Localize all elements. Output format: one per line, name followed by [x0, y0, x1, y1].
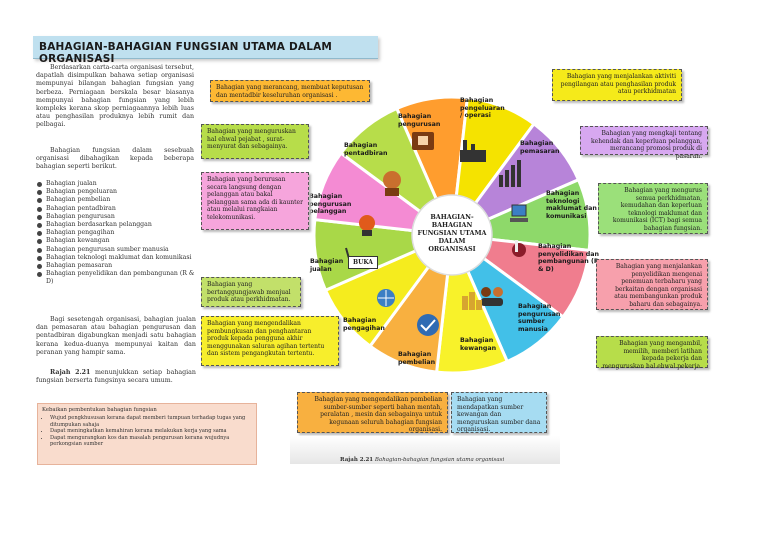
wheel-segment	[338, 106, 456, 240]
factory-icon	[460, 140, 486, 162]
list-item: Bahagian pengurusan	[36, 213, 196, 221]
note-item: Wujud pengkhususan kerana dapat memberi …	[50, 415, 254, 428]
functional-list: Bahagian jualan Bahagian pengeluaran Bah…	[36, 180, 196, 287]
box-pemasaran: Bahagian yang mengkaji tentang kehendak …	[580, 126, 708, 160]
list-item: Bahagian jualan	[36, 180, 196, 188]
people-icon	[481, 287, 503, 306]
caption-text: Bahagian-bahagian fungsian utama organis…	[374, 457, 505, 463]
box-pelanggan: Bahagian yang berurusan secara langsung …	[201, 172, 309, 230]
reference-paragraph: Rajah 2.21 menunjukkan setiap bahagian f…	[36, 369, 196, 385]
page-title: BAHAGIAN-BAHAGIAN FUNGSIAN UTAMA DALAM O…	[39, 41, 333, 65]
caption-number: Rajah 2.21	[340, 457, 374, 463]
management-icon	[412, 132, 434, 150]
note-heading: Kebaikan pembentukan bahagian fungsian	[42, 407, 157, 413]
globe-icon	[377, 289, 395, 307]
segment-label-pembelian: Bahagian pembelian	[398, 351, 436, 366]
buka-sign: BUKA	[348, 256, 378, 269]
segment-label-pelanggan: Bahagian pengurusan pelanggan	[309, 193, 352, 216]
admin-person-icon	[383, 171, 401, 196]
list-item: Bahagian pengeluaran	[36, 188, 196, 196]
intro-paragraph: Berdasarkan carta-carta organisasi terse…	[36, 64, 194, 129]
box-ict: Bahagian yang mengurus semua perkhidmata…	[598, 183, 708, 234]
list-item: Bahagian pembelian	[36, 196, 196, 204]
segment-label-pengagihan: Bahagian pengagihan	[343, 317, 385, 332]
segment-label-sdm: Bahagian pengurusan sumber manusia	[518, 303, 561, 333]
segment-label-pemasaran: Bahagian pemasaran	[520, 140, 560, 155]
list-item: Bahagian pentadbiran	[36, 205, 196, 213]
segment-label-kewangan: Bahagian kewangan	[460, 337, 497, 352]
wheel-center	[411, 194, 493, 276]
note-list: Wujud pengkhususan kerana dapat memberi …	[42, 415, 254, 448]
list-item: Bahagian pengurusan sumber manusia	[36, 246, 196, 254]
list-item: Bahagian kewangan	[36, 237, 196, 245]
segment-label-jualan: Bahagian jualan	[310, 258, 344, 273]
merge-paragraph: Bagi sesetengah organisasi, bahagian jua…	[36, 316, 196, 356]
segment-label-ict: Bahagian teknologi maklumat dan komunika…	[546, 190, 597, 220]
box-rnd: Bahagian yang menjalankan penyelidikan m…	[596, 259, 708, 310]
box-operasi: Bahagian yang menjalankan aktiviti pengi…	[552, 69, 682, 101]
list-item: Bahagian berdasarkan pelanggan	[36, 221, 196, 229]
coins-icon	[462, 292, 482, 310]
list-item: Bahagian pengagihan	[36, 229, 196, 237]
box-kewangan: Bahagian yang mendapatkan sumber kewanga…	[451, 392, 547, 433]
note-item: Dapat meningkatkan kemahiran kerana mela…	[50, 428, 254, 435]
list-item: Bahagian pemasaran	[36, 262, 196, 270]
intro-paragraph-2: Bahagian fungsian dalam sesebuah organis…	[36, 147, 194, 171]
purchase-icon	[417, 314, 439, 336]
list-item: Bahagian penyelidikan dan pembangunan (R…	[36, 270, 196, 286]
advantages-note: Kebaikan pembentukan bahagian fungsian W…	[37, 403, 257, 465]
box-pengagihan: Bahagian yang mengendalikan pembungkusan…	[201, 316, 339, 366]
segment-label-pengurusan: Bahagian pengurusan	[398, 113, 441, 128]
handshake-icon	[359, 215, 375, 236]
figure-ref: Rajah 2.21	[50, 369, 91, 376]
marketing-chart-icon	[499, 160, 521, 187]
segment-label-pentadbiran: Bahagian pentadbiran	[344, 142, 388, 157]
note-item: Dapat mengurangkan kos dan masalah pengu…	[50, 435, 254, 448]
figure-caption: Rajah 2.21 Bahagian-bahagian fungsian ut…	[340, 457, 560, 463]
reference-text: menunjukkan setiap bahagian fungsian ber…	[36, 369, 196, 385]
wheel-center-label: BAHAGIAN- BAHAGIAN FUNGSIAN UTAMA DALAM …	[417, 213, 487, 253]
box-pentadbiran: Bahagian yang menguruskan hal ehwal peja…	[201, 124, 309, 159]
caption-shadow	[290, 436, 560, 464]
segment-label-pengeluaran: Bahagian pengeluaran / operasi	[460, 97, 505, 120]
computer-icon	[510, 204, 528, 222]
research-icon	[512, 240, 526, 257]
box-sdm: Bahagian yang mengambil, memilih, member…	[596, 336, 708, 370]
title-bar: BAHAGIAN-BAHAGIAN FUNGSIAN UTAMA DALAM O…	[33, 36, 378, 65]
segment-label-rnd: Bahagian penyelidikan dan pembangunan (R…	[538, 243, 599, 273]
box-pengurusan: Bahagian yang merancang, membuat keputus…	[210, 80, 370, 102]
list-item: Bahagian teknologi maklumat dan komunika…	[36, 254, 196, 262]
box-jualan: Bahagian yang bertanggungjawab menjual p…	[201, 277, 301, 307]
box-pembelian: Bahagian yang mengendalikan pembelian su…	[297, 392, 448, 433]
